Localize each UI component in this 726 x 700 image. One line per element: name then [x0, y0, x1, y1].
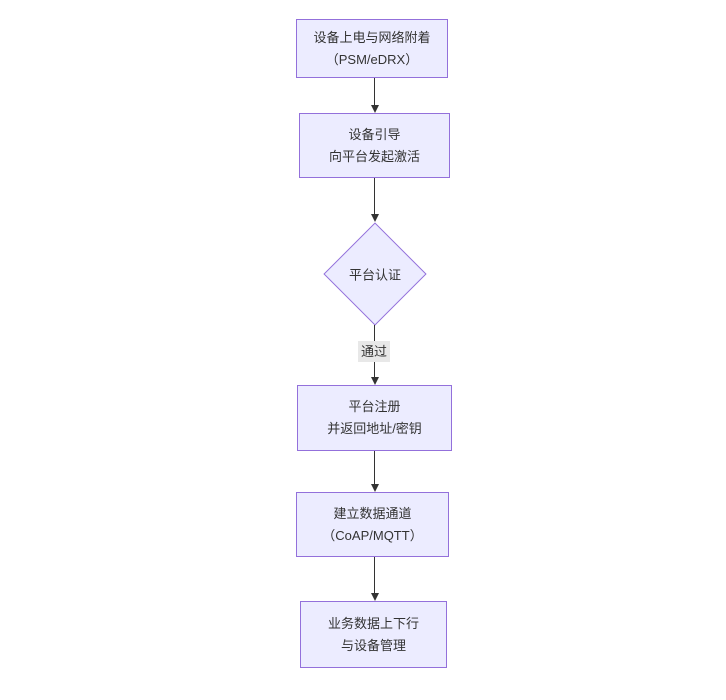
flow-node-platform-auth: 平台认证	[322, 222, 428, 326]
node-label-line: 设备上电与网络附着	[313, 29, 431, 45]
node-label-line: 平台注册	[348, 399, 401, 414]
node-label-line: 建立数据通道	[333, 505, 412, 521]
node-label-line: 设备引导	[348, 126, 401, 142]
node-label-line: 与设备管理	[340, 637, 406, 653]
node-label-line: 平台认证	[348, 267, 402, 283]
arrow-down-icon	[370, 484, 379, 492]
flow-node-business-data: 业务数据上下行 与设备管理	[300, 601, 447, 668]
flow-node-power-attach: 设备上电与网络附着 （PSM/eDRX）	[296, 19, 448, 78]
arrow-down-icon	[370, 214, 379, 222]
node-label-line: 业务数据上下行	[327, 615, 419, 631]
flow-node-data-channel: 建立数据通道 （CoAP/MQTT）	[296, 492, 449, 557]
edge-label-pass: 通过	[357, 341, 391, 362]
edge-channel-to-business	[374, 557, 375, 594]
arrow-down-icon	[370, 377, 379, 385]
flow-node-bootstrap: 设备引导 向平台发起激活	[299, 113, 450, 178]
flow-node-register: 平台注册 并返回地址/密钥	[297, 385, 452, 451]
edge-power-to-bootstrap	[374, 78, 375, 106]
node-label-line: （CoAP/MQTT）	[322, 527, 423, 543]
arrow-down-icon	[370, 105, 379, 113]
edge-bootstrap-to-auth	[374, 178, 375, 215]
node-label-line: 并返回地址/密钥	[327, 421, 422, 436]
node-label-line: 向平台发起激活	[328, 148, 420, 164]
node-label-line: （PSM/eDRX）	[325, 51, 419, 67]
arrow-down-icon	[370, 593, 379, 601]
edge-register-to-channel	[374, 451, 375, 485]
